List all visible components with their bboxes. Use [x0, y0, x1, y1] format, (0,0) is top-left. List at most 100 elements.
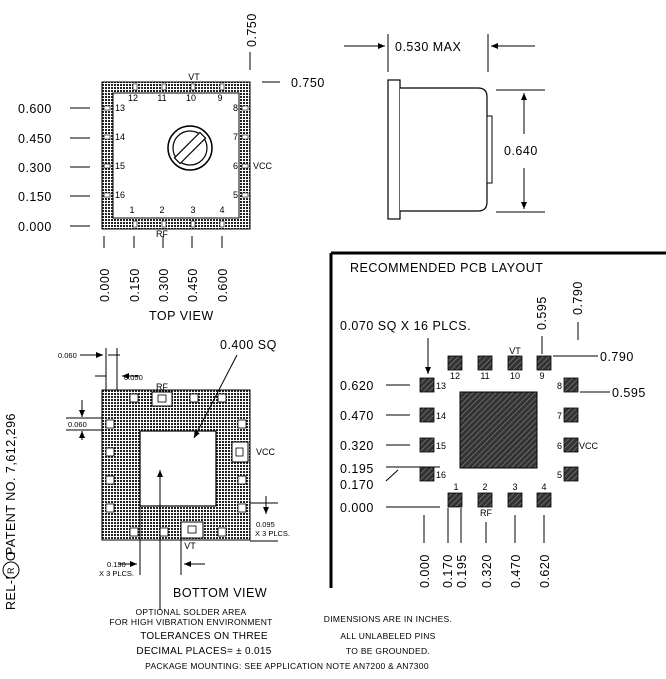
tv-pin-3: 3	[190, 205, 195, 215]
pcb-pin-11: 11	[480, 371, 489, 381]
note-tol-2: DECIMAL PLACES= ± 0.015	[136, 646, 271, 657]
pcb-pin-1: 1	[453, 482, 458, 492]
tv-x-0000: 0.000	[98, 268, 112, 302]
bottom-view-title: BOTTOM VIEW	[173, 586, 267, 600]
bv-sq-label: 0.400 SQ	[220, 338, 277, 352]
bv-pads	[105, 393, 247, 537]
tv-vcc-label: VCC	[253, 161, 273, 171]
top-view: 12 11 10 9 1 2 3 4 13 14 15 16 8 7 6 5 V…	[18, 13, 324, 323]
pcb-left-0170: 0.170	[340, 478, 374, 492]
bv-vcc-label: VCC	[256, 447, 276, 457]
tv-pin-11: 11	[157, 93, 166, 103]
tv-x-0600: 0.600	[216, 268, 230, 302]
side-width-dim: 0.530 MAX	[395, 40, 462, 54]
pcb-pads	[419, 355, 579, 508]
pcb-left-0470: 0.470	[340, 409, 374, 423]
pcb-pin-10: 10	[510, 371, 520, 381]
notes: OPTIONAL SOLDER AREA FOR HIGH VIBRATION …	[109, 607, 452, 671]
tv-pin-12: 12	[128, 93, 138, 103]
pcb-top-0790: 0.790	[571, 281, 585, 315]
pcb-title: RECOMMENDED PCB LAYOUT	[350, 261, 543, 275]
pcb-right-0790: 0.790	[600, 350, 634, 364]
tv-y-0300: 0.300	[18, 161, 52, 175]
side-height-dim: 0.640	[504, 144, 538, 158]
pcb-vcc: VCC	[579, 441, 599, 451]
tv-x-0150: 0.150	[128, 268, 142, 302]
bottom-view: REL-PRO R PATENT NO. 7,612,296 RF VCC VT…	[2, 338, 290, 610]
pcb-pin-12: 12	[450, 371, 460, 381]
pcb-pin-9: 9	[539, 371, 544, 381]
pcb-pin-14: 14	[436, 411, 446, 421]
tv-dim-750-top: 0.750	[245, 13, 259, 47]
tv-y-0450: 0.450	[18, 132, 52, 146]
note-mounting: PACKAGE MOUNTING: SEE APPLICATION NOTE A…	[145, 661, 429, 671]
tv-y-0000: 0.000	[18, 220, 52, 234]
tv-pin-14: 14	[115, 132, 125, 142]
pcb-vt: VT	[509, 346, 521, 356]
note-solder-2: FOR HIGH VIBRATION ENVIRONMENT	[109, 617, 272, 627]
tv-pin-7: 7	[233, 132, 238, 142]
tv-x-0300: 0.300	[157, 268, 171, 302]
pcb-top-0595: 0.595	[535, 296, 549, 330]
pcb-layout: RECOMMENDED PCB LAYOUT 0.070 SQ X 16 PLC…	[329, 251, 666, 588]
patent-r-mark: R	[6, 567, 16, 574]
pcb-left-0320: 0.320	[340, 439, 374, 453]
tv-pin-4: 4	[219, 205, 224, 215]
pcb-pin-16: 16	[436, 470, 446, 480]
pcb-bottom-dim-lines	[423, 508, 545, 543]
bv-dim-050: 0.050	[124, 373, 143, 382]
pcb-bot-0000: 0.000	[418, 554, 432, 588]
bv-x3-right: X 3 PLCS.	[255, 529, 290, 538]
note-tol-1: TOLERANCES ON THREE	[140, 631, 268, 642]
tv-x-0450: 0.450	[186, 268, 200, 302]
tv-y-0600: 0.600	[18, 102, 52, 116]
pcb-left-0195: 0.195	[340, 462, 374, 476]
pcb-pad-spec: 0.070 SQ X 16 PLCS.	[340, 319, 471, 333]
pcb-left-0620: 0.620	[340, 379, 374, 393]
note-dim-3: TO BE GROUNDED.	[346, 646, 430, 656]
bv-dim-130: 0.130	[107, 560, 126, 569]
pcb-rf: RF	[480, 508, 492, 518]
top-view-pin-dots	[103, 83, 249, 228]
pcb-bot-0170: 0.170	[441, 554, 455, 588]
pcb-pin-6: 6	[557, 441, 562, 451]
pcb-bot-0470: 0.470	[509, 554, 523, 588]
bv-x3-left: X 3 PLCS.	[99, 569, 134, 578]
side-body	[400, 87, 488, 212]
tv-rf-label: RF	[156, 229, 168, 239]
tv-pin-6: 6	[233, 161, 238, 171]
pcb-pin-3: 3	[512, 482, 517, 492]
screw-slot-icon	[173, 131, 207, 165]
bv-center-square	[139, 430, 217, 507]
pcb-ground-pad	[459, 391, 538, 469]
pcb-pin-5: 5	[557, 470, 562, 480]
patent-rel-pro: REL-PRO	[4, 551, 18, 610]
pcb-bot-0195: 0.195	[455, 554, 469, 588]
top-view-title: TOP VIEW	[149, 309, 214, 323]
tv-pin-10: 10	[186, 93, 196, 103]
pcb-pin-7: 7	[557, 411, 562, 421]
tv-vt-label: VT	[188, 72, 200, 82]
bv-vt-label: VT	[184, 541, 196, 551]
bv-rf-label: RF	[156, 382, 168, 392]
tv-pin-15: 15	[115, 161, 125, 171]
tv-pin-13: 13	[115, 103, 125, 113]
pcb-left-dim-lines	[385, 384, 440, 508]
bv-dim-095: 0.095	[256, 520, 275, 529]
tv-pin-5: 5	[233, 190, 238, 200]
pcb-pin-13: 13	[436, 381, 446, 391]
bv-dim-060-top: 0.060	[58, 351, 77, 360]
tv-pin-16: 16	[115, 190, 125, 200]
patent-number: PATENT NO. 7,612,296	[4, 413, 18, 555]
tv-pin-9: 9	[217, 93, 222, 103]
pcb-pin-8: 8	[557, 381, 562, 391]
note-solder-1: OPTIONAL SOLDER AREA	[135, 607, 246, 617]
pcb-pin-2: 2	[482, 482, 487, 492]
note-dim-1: DIMENSIONS ARE IN INCHES.	[324, 614, 452, 624]
pcb-bot-0320: 0.320	[480, 554, 494, 588]
bv-dim-060-left: 0.060	[68, 420, 87, 429]
pcb-pin-15: 15	[436, 441, 446, 451]
pcb-pin-4: 4	[541, 482, 546, 492]
registered-mark-icon	[2, 561, 20, 579]
